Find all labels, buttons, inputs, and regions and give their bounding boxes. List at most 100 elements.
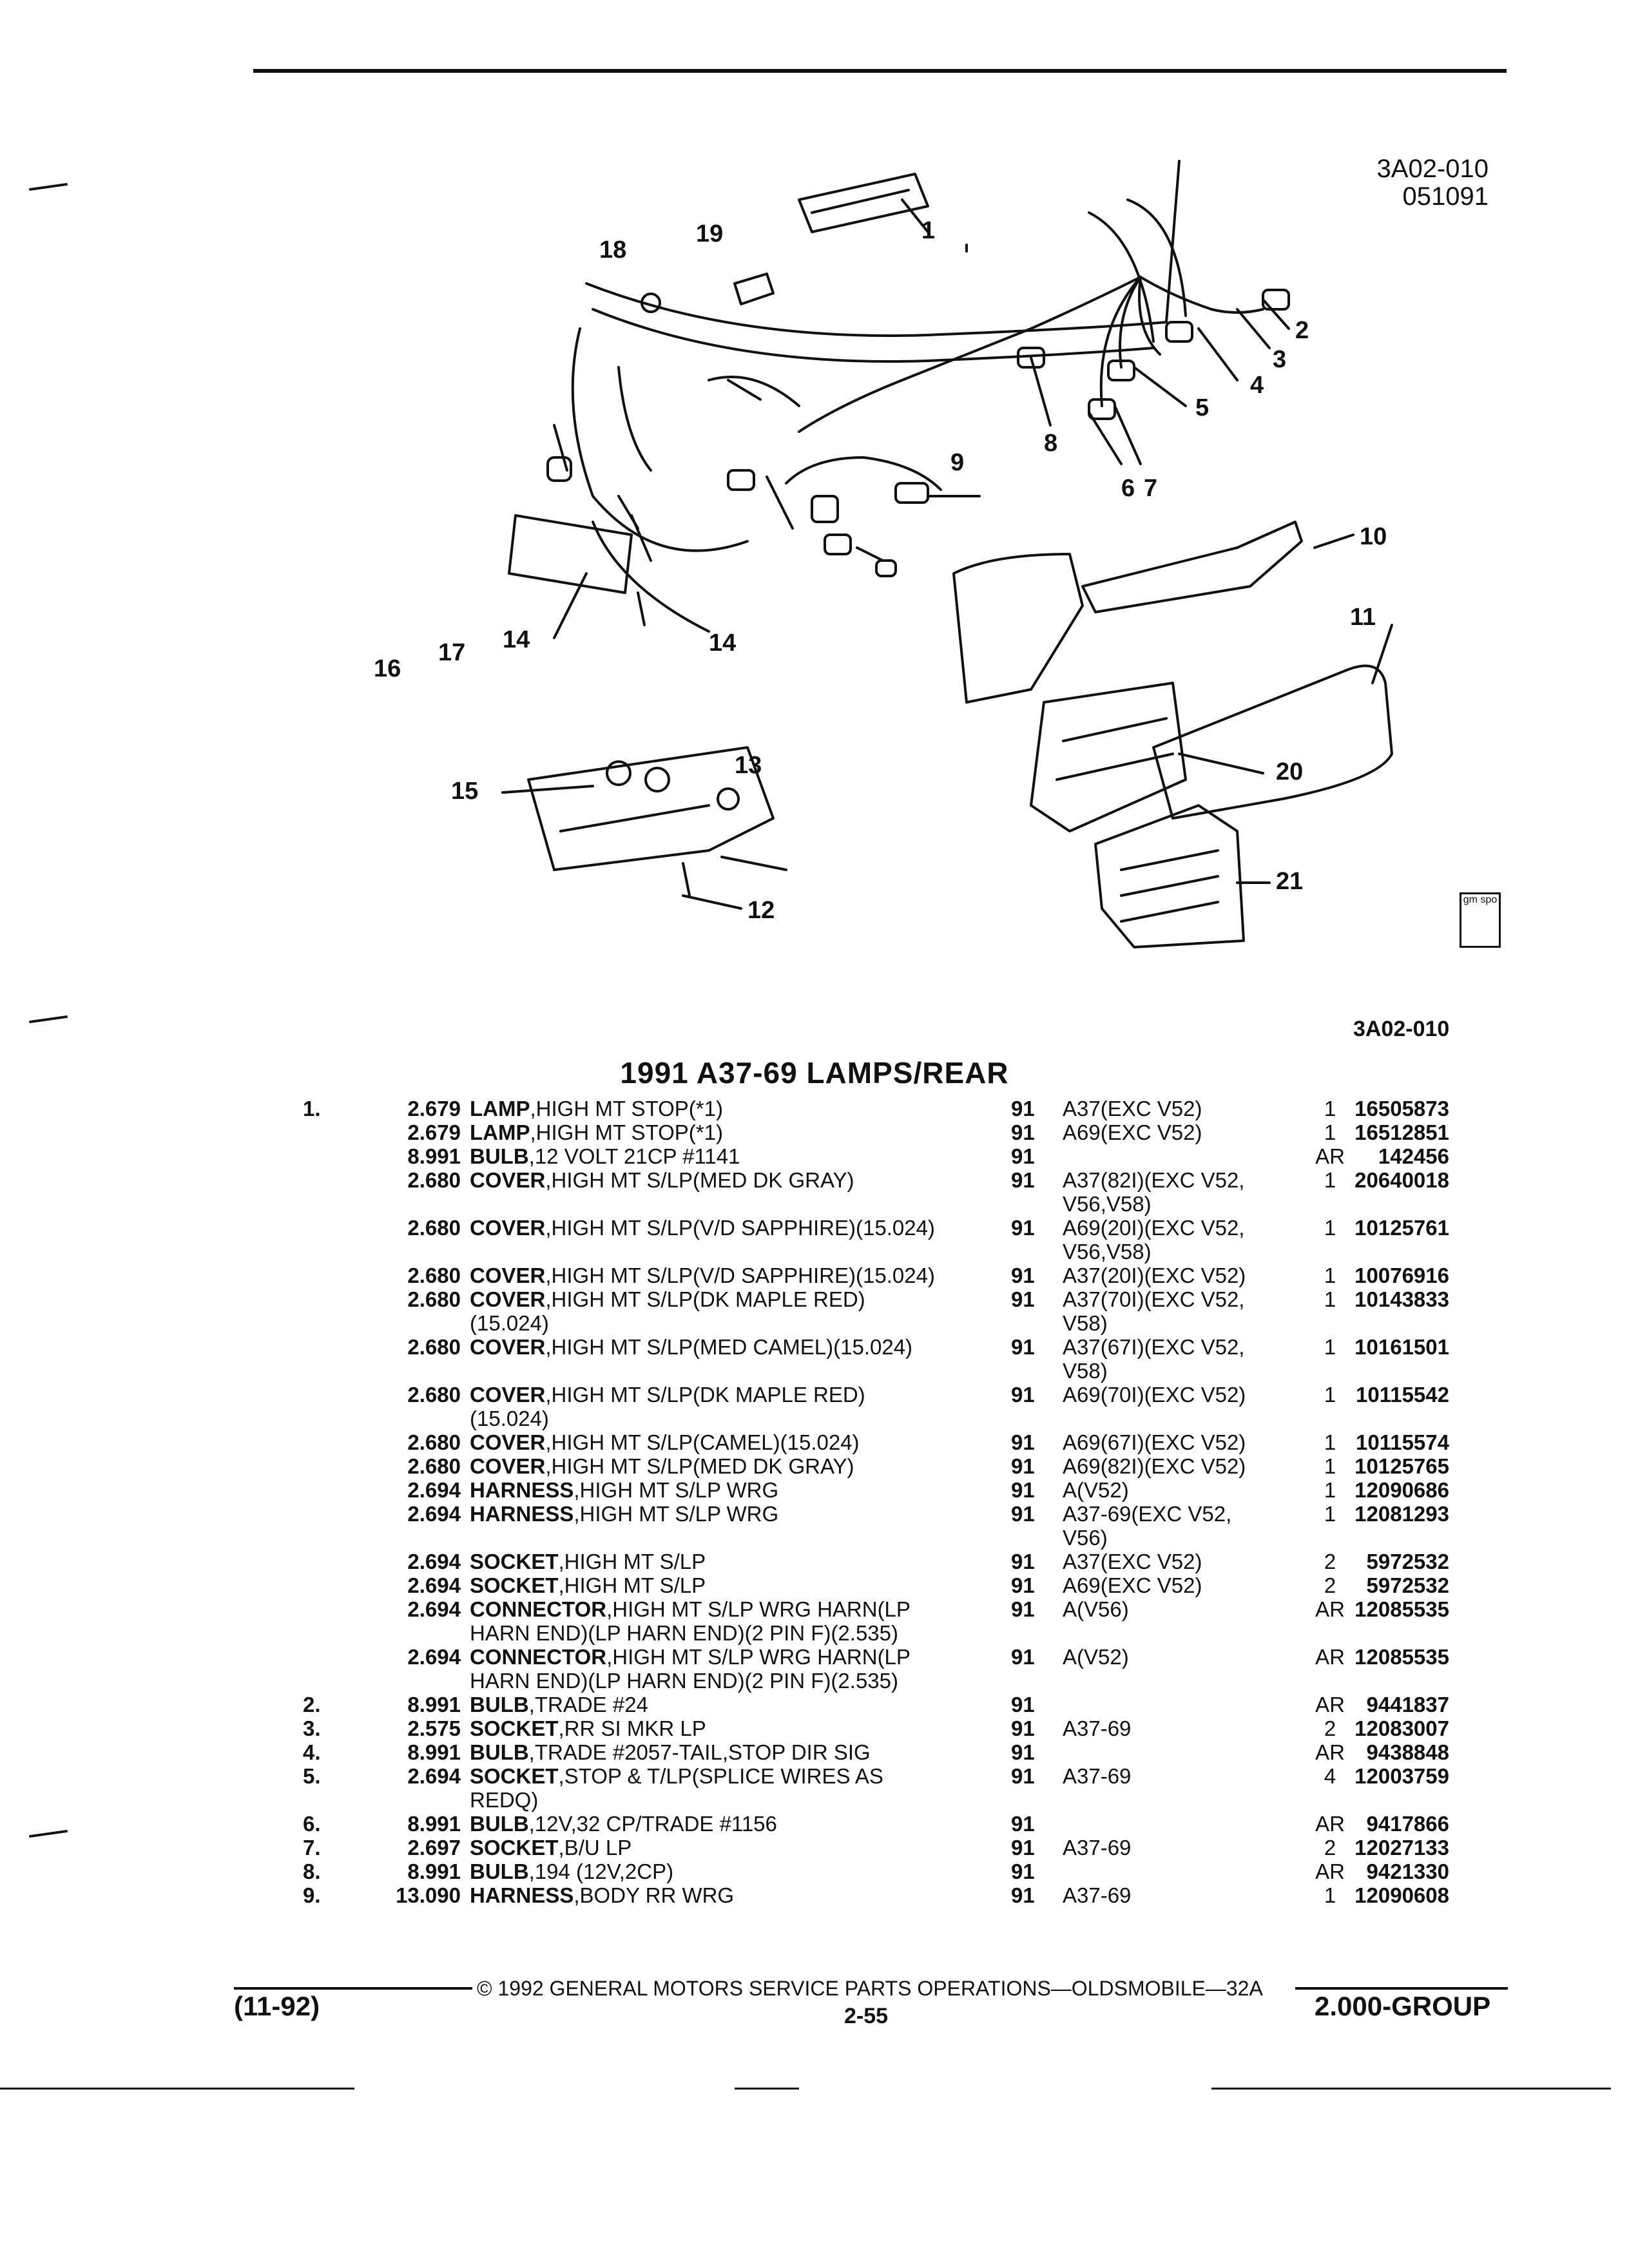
- group-number: 2.694: [407, 1550, 461, 1573]
- quantity: AR: [1315, 1144, 1345, 1168]
- group-number: 8.991: [407, 1740, 461, 1764]
- part-name: SOCKET: [470, 1716, 559, 1740]
- callout-10: 10: [1360, 523, 1387, 550]
- model-usage: A37(70I)(EXC V52,V58): [1063, 1287, 1307, 1335]
- item-number: [303, 1573, 374, 1597]
- item-number: 1.: [303, 1097, 321, 1120]
- model-usage: [1063, 1812, 1307, 1836]
- part-number: 12083007: [1354, 1716, 1449, 1740]
- model-usage-text: A37-69: [1063, 1764, 1132, 1788]
- part-detail: ,TRADE #2057-TAIL,STOP DIR SIG: [528, 1740, 871, 1764]
- item-number: 6.: [303, 1812, 321, 1836]
- part-detail: ,TRADE #24: [528, 1693, 648, 1716]
- model-usage: A37-69(EXC V52,V56): [1063, 1502, 1307, 1550]
- group-number: 2.694: [407, 1478, 461, 1502]
- part-number: 9417866: [1366, 1812, 1449, 1836]
- group-number: 2.694: [407, 1502, 461, 1526]
- part-name: COVER: [470, 1383, 546, 1407]
- part-detail-continued: HARN END)(LP HARN END)(2 PIN F)(2.535): [470, 1621, 898, 1645]
- model-usage: A(V52): [1063, 1645, 1307, 1693]
- group-number: 2.680: [407, 1430, 461, 1454]
- part-detail: ,12V,32 CP/TRADE #1156: [528, 1812, 777, 1836]
- item-number: [303, 1502, 374, 1550]
- group-number: 2.680: [407, 1168, 461, 1192]
- part-name: HARNESS: [470, 1478, 574, 1502]
- item-number: [303, 1430, 374, 1454]
- model-usage: A69(82I)(EXC V52): [1063, 1454, 1307, 1478]
- model-year: 91: [1011, 1120, 1035, 1144]
- model-usage: A69(67I)(EXC V52): [1063, 1430, 1307, 1454]
- quantity: 1: [1324, 1097, 1336, 1120]
- model-usage: A37-69: [1063, 1764, 1307, 1812]
- part-name: COVER: [470, 1454, 546, 1478]
- margin-mark: [29, 1015, 68, 1024]
- item-number: [303, 1597, 374, 1645]
- part-detail: ,HIGH MT S/LP(MED DK GRAY): [545, 1168, 854, 1192]
- part-detail-continued: (15.024): [470, 1407, 549, 1430]
- model-usage: A37-69: [1063, 1883, 1307, 1907]
- part-detail: ,HIGH MT STOP(*1): [530, 1120, 723, 1144]
- model-usage-text: A37(70I)(EXC V52,: [1063, 1287, 1245, 1311]
- part-description: COVER,HIGH MT S/LP(MED CAMEL)(15.024): [470, 1335, 1011, 1383]
- model-usage: [1063, 1693, 1307, 1716]
- callout-14b: 14: [503, 626, 530, 653]
- item-number: [303, 1550, 374, 1573]
- part-name: BULB: [470, 1693, 529, 1716]
- model-year: 91: [1011, 1335, 1035, 1359]
- part-number: 12085535: [1354, 1645, 1449, 1669]
- quantity: 1: [1324, 1216, 1336, 1240]
- logo-text: gm spo: [1463, 894, 1498, 905]
- callout-18: 18: [599, 236, 626, 264]
- callout-9: 9: [950, 449, 964, 476]
- group-number: 2.679: [407, 1097, 461, 1120]
- group-number: 2.575: [407, 1716, 461, 1740]
- model-usage: [1063, 1740, 1307, 1764]
- quantity: AR: [1315, 1645, 1345, 1669]
- model-year: 91: [1011, 1812, 1035, 1836]
- quantity: AR: [1315, 1860, 1345, 1883]
- part-number: 10125765: [1354, 1454, 1449, 1478]
- group-number: 2.694: [407, 1573, 461, 1597]
- model-usage-continued: V56,V58): [1063, 1192, 1152, 1216]
- group-number: 2.680: [407, 1216, 461, 1240]
- model-usage-text: A69(EXC V52): [1063, 1120, 1202, 1144]
- part-detail: ,HIGH MT S/LP WRG HARN(LP: [606, 1645, 911, 1669]
- part-name: SOCKET: [470, 1573, 559, 1597]
- part-description: HARNESS,HIGH MT S/LP WRG: [470, 1478, 1011, 1502]
- part-description: HARNESS,HIGH MT S/LP WRG: [470, 1502, 1011, 1550]
- model-year: 91: [1011, 1597, 1035, 1621]
- model-usage: A37(20I)(EXC V52): [1063, 1264, 1307, 1287]
- model-year: 91: [1011, 1478, 1035, 1502]
- item-number: [303, 1478, 374, 1502]
- part-number: 12081293: [1354, 1502, 1449, 1526]
- group-number: 2.694: [407, 1597, 461, 1621]
- model-year: 91: [1011, 1645, 1035, 1669]
- part-detail: ,194 (12V,2CP): [528, 1860, 674, 1883]
- part-detail-continued: REDQ): [470, 1788, 539, 1812]
- part-number: 12003759: [1354, 1764, 1449, 1788]
- item-number: [303, 1216, 374, 1264]
- model-usage-continued: V58): [1063, 1359, 1108, 1383]
- part-name: BULB: [470, 1860, 529, 1883]
- group-number: 8.991: [407, 1860, 461, 1883]
- model-usage-text: A(V52): [1063, 1645, 1129, 1669]
- part-description: COVER,HIGH MT S/LP(CAMEL)(15.024): [470, 1430, 1011, 1454]
- callout-3: 3: [1273, 346, 1286, 373]
- part-detail: ,HIGH MT S/LP(V/D SAPPHIRE)(15.024): [545, 1216, 935, 1240]
- part-detail: ,HIGH MT S/LP(MED DK GRAY): [545, 1454, 854, 1478]
- model-usage: A37(EXC V52): [1063, 1097, 1307, 1120]
- illustration-code: 3A02-010: [1353, 1017, 1450, 1041]
- model-usage-text: A37(67I)(EXC V52,: [1063, 1335, 1245, 1359]
- model-usage-text: A37(82I)(EXC V52,: [1063, 1168, 1245, 1192]
